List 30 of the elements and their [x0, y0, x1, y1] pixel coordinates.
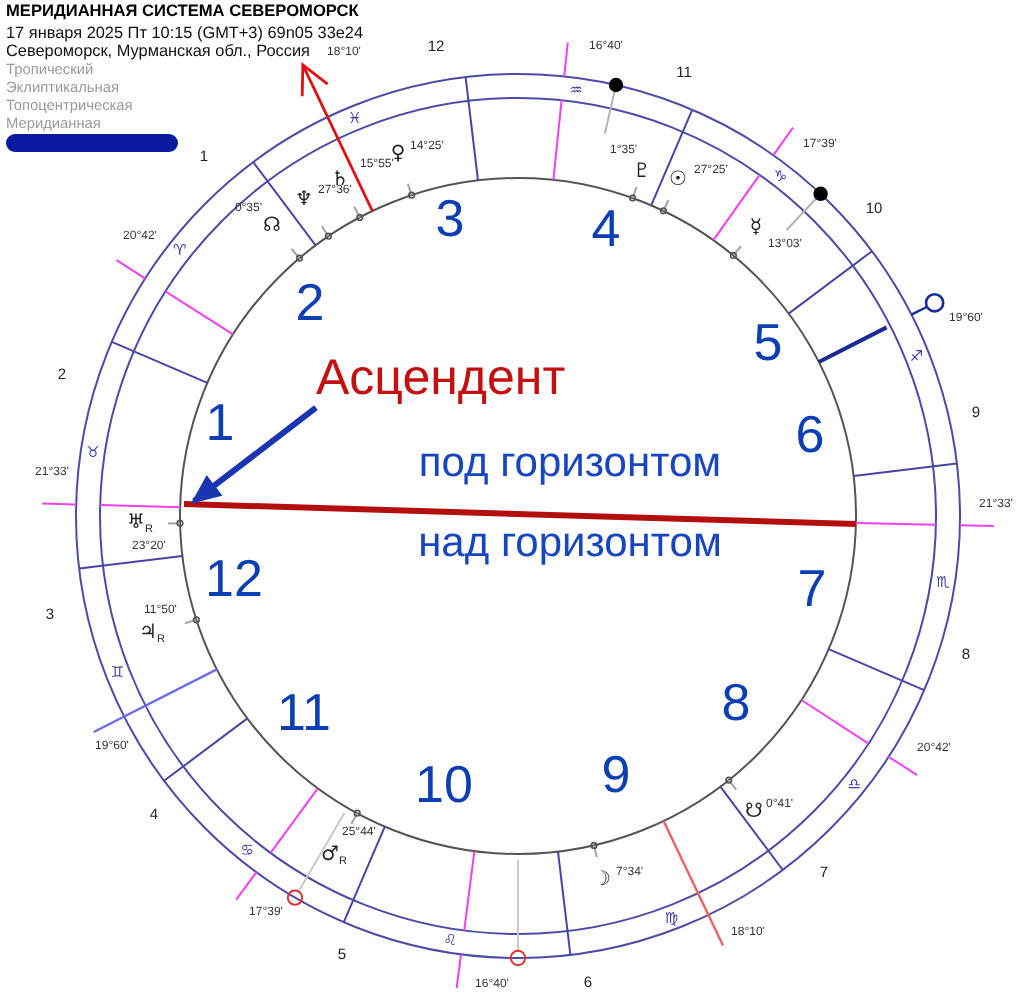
planet-symbol: ♃$_{R}$ [139, 621, 165, 647]
location-text: Североморск, Мурманская обл., Россия [6, 42, 310, 61]
planet-symbol: ☿ [749, 216, 763, 240]
chart-title: МЕРИДИАННАЯ СИСТЕМА СЕВЕРОМОРСК [6, 2, 359, 22]
house-number: 11 [277, 684, 331, 744]
horizon-label: над горизонтом [418, 519, 722, 569]
house-number: 5 [753, 314, 783, 374]
planet-symbol: ♇ [633, 160, 651, 184]
planet-symbol: ☽ [593, 868, 611, 892]
house-number: 4 [591, 200, 621, 260]
planet-symbol: ♅$_{R}$ [127, 511, 153, 537]
house-number: 3 [435, 190, 465, 250]
planet-symbol: ☊ [263, 214, 281, 238]
house-number: 7 [797, 560, 827, 620]
horizon-label: под горизонтом [418, 439, 722, 489]
house-number: 1 [205, 394, 235, 454]
date-time-text: 17 января 2025 Пт 10:15 (GMT+3) 69n05 33e24 [6, 24, 364, 43]
callout-text: Асцендент [316, 350, 566, 408]
house-number: 12 [205, 550, 263, 610]
house-number: 9 [601, 746, 631, 806]
horizon-line [183, 501, 857, 527]
house-number: 10 [415, 756, 473, 816]
house-number: 2 [295, 274, 325, 334]
planet-symbol: ☋ [745, 800, 763, 824]
planet-symbol: ♂$_{R}$ [321, 843, 347, 869]
planet-symbol: ☉ [669, 168, 687, 192]
planet-symbol: ♆ [295, 188, 313, 212]
house-number: 8 [721, 674, 751, 734]
arrow [190, 405, 318, 504]
house-number: 6 [795, 406, 825, 466]
